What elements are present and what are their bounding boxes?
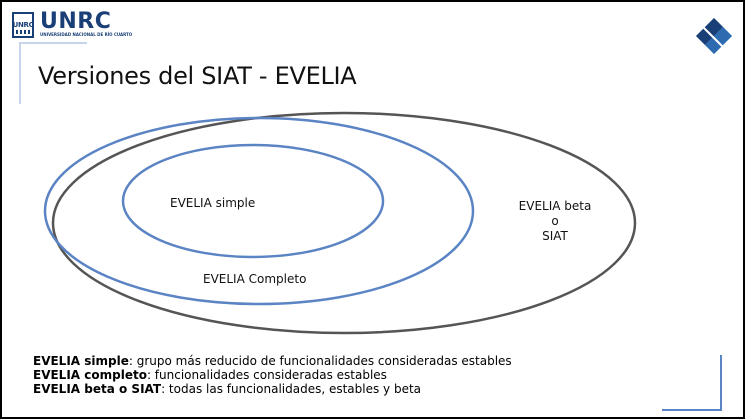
- corner-decoration-top-left: [19, 42, 21, 104]
- legend-item: EVELIA beta o SIAT: todas las funcionali…: [33, 382, 512, 396]
- corner-decoration-bottom-right-h: [662, 409, 722, 411]
- corner-decoration-bottom-right: [720, 355, 722, 411]
- unrc-logo-icon: UNRC: [12, 12, 34, 38]
- label-evelia-beta: EVELIA beta o SIAT: [510, 199, 600, 244]
- corner-decoration-top-left-h: [19, 42, 87, 44]
- middle-ellipse-completo: [43, 116, 475, 306]
- logo-subtitle: UNIVERSIDAD NACIONAL DE RÍO CUARTO: [40, 32, 133, 37]
- label-evelia-simple: EVELIA simple: [170, 196, 256, 210]
- legend-item: EVELIA completo: funcionalidades conside…: [33, 368, 512, 382]
- legend-desc: : todas las funcionalidades, estables y …: [161, 382, 422, 396]
- diamond-logo-icon: [696, 18, 732, 54]
- label-beta-line1: EVELIA beta: [518, 199, 592, 213]
- legend-desc: : funcionalidades consideradas estables: [146, 368, 387, 382]
- slide-title: Versiones del SIAT - EVELIA: [38, 62, 357, 90]
- legend-term: EVELIA beta o SIAT: [33, 382, 162, 396]
- legend-desc: : grupo más reducido de funcionalidades …: [128, 354, 512, 368]
- logo-mark-text: UNRC: [12, 21, 34, 29]
- label-evelia-completo: EVELIA Completo: [203, 272, 307, 286]
- label-beta-line2: o: [551, 214, 559, 228]
- legend-term: EVELIA completo: [33, 368, 147, 382]
- label-beta-line3: SIAT: [542, 229, 568, 243]
- logo-text: UNRC: [40, 9, 112, 34]
- outer-ellipse-beta: [51, 111, 637, 335]
- inner-ellipse-simple: [121, 143, 385, 259]
- legend-item: EVELIA simple: grupo más reducido de fun…: [33, 354, 512, 368]
- legend-term: EVELIA simple: [33, 354, 129, 368]
- legend: EVELIA simple: grupo más reducido de fun…: [33, 354, 512, 396]
- logo-stripes: [16, 30, 30, 34]
